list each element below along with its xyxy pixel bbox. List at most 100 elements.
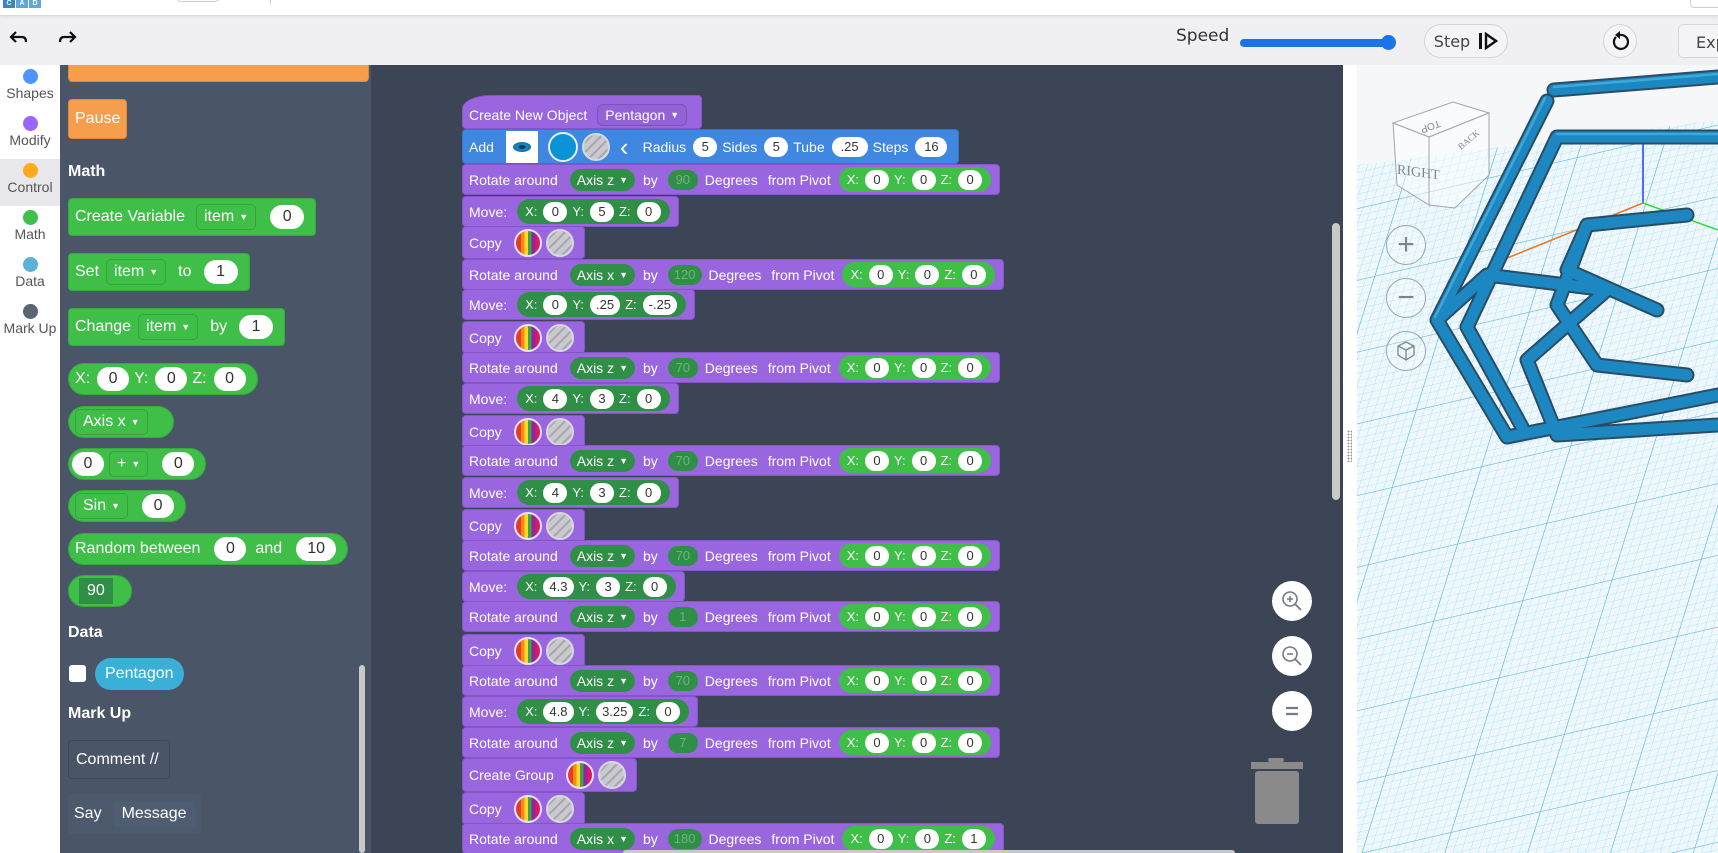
xyz-block[interactable]: X: 0 Y: 0 Z: 0 — [68, 363, 258, 395]
category-control[interactable]: Control — [0, 159, 60, 206]
pivot-z-input[interactable]: 0 — [958, 357, 983, 378]
pivot-y-input[interactable]: 0 — [911, 450, 936, 471]
add-shape-block[interactable]: Add ‹ Radius 5 Sides 5 Tube .25 Steps 16 — [462, 129, 960, 164]
trig-input[interactable]: 0 — [142, 494, 175, 518]
workspace-vertical-scrollbar[interactable] — [1332, 223, 1340, 500]
rotate-block[interactable]: Rotate around Axis z▼ by 70 Degrees from… — [462, 352, 1001, 383]
panel-resize-divider[interactable] — [1343, 65, 1357, 853]
rotate-block[interactable]: Rotate around Axis z▼ by 1 Degrees from … — [462, 601, 1001, 632]
create-variable-block[interactable]: Create Variable item▼ 0 — [68, 198, 317, 236]
app-logo[interactable]: C A D — [3, 0, 41, 8]
header-right-button[interactable] — [1690, 0, 1718, 8]
axis-dropdown[interactable]: Axis z▼ — [569, 731, 635, 754]
operand-a-input[interactable]: 0 — [72, 452, 104, 476]
arithmetic-block[interactable]: 0 +▼ 0 — [68, 448, 207, 480]
header-pill-button[interactable] — [176, 0, 220, 2]
move-x-input[interactable]: 4 — [543, 482, 568, 503]
move-block[interactable]: Move: X:4 Y:3 Z:0 — [462, 383, 679, 414]
block-workspace[interactable]: Create New Object Pentagon▼ Add ‹ Radius… — [371, 65, 1343, 853]
move-y-input[interactable]: 3 — [590, 482, 614, 503]
move-block[interactable]: Move: X:0 Y:5 Z:0 — [462, 196, 679, 227]
tube-input[interactable]: .25 — [831, 136, 868, 157]
move-z-input[interactable]: 0 — [636, 482, 661, 503]
say-block[interactable]: Say Message — [68, 794, 201, 834]
copy-block[interactable]: Copy — [462, 792, 585, 825]
copy-block[interactable]: Copy — [462, 634, 585, 667]
degrees-input[interactable]: 70 — [667, 450, 698, 471]
collapse-chevron-left-icon[interactable]: ‹ — [619, 131, 629, 162]
speed-slider-track[interactable] — [1240, 39, 1390, 47]
copy-block[interactable]: Copy — [462, 415, 585, 448]
multicolor-swatch[interactable] — [513, 794, 542, 823]
color-swatch[interactable] — [547, 131, 578, 162]
pivot-x-input[interactable]: 0 — [865, 545, 890, 566]
move-z-input[interactable]: 0 — [636, 388, 661, 409]
move-y-input[interactable]: 3 — [596, 576, 621, 597]
pivot-z-input[interactable]: 1 — [961, 828, 986, 849]
comment-block[interactable]: Comment // — [68, 740, 170, 779]
undo-icon[interactable] — [8, 30, 30, 50]
material-swatch[interactable] — [545, 228, 574, 257]
move-x-input[interactable]: 0 — [543, 294, 568, 315]
axis-dropdown[interactable]: Axis z▼ — [569, 544, 635, 567]
pivot-y-input[interactable]: 0 — [911, 357, 936, 378]
value-input[interactable]: 1 — [203, 260, 238, 284]
axis-dropdown[interactable]: Axis z▼ — [569, 168, 635, 191]
axis-dropdown[interactable]: Axis x▼ — [569, 827, 635, 850]
copy-block[interactable]: Copy — [462, 321, 585, 354]
redo-icon[interactable] — [56, 30, 78, 50]
variable-dropdown[interactable]: item▼ — [106, 259, 167, 285]
reset-zoom-button[interactable] — [1272, 691, 1312, 731]
sides-input[interactable]: 5 — [764, 136, 789, 157]
pivot-y-input[interactable]: 0 — [911, 732, 936, 753]
steps-input[interactable]: 16 — [915, 136, 948, 157]
move-z-input[interactable]: -.25 — [642, 294, 678, 315]
rotate-block[interactable]: Rotate around Axis z▼ by 70 Degrees from… — [462, 540, 1001, 571]
trig-dropdown[interactable]: Sin▼ — [75, 493, 129, 519]
pivot-y-input[interactable]: 0 — [911, 670, 936, 691]
move-block[interactable]: Move: X:0 Y:.25 Z:-.25 — [462, 289, 696, 320]
number-block[interactable]: 90 — [68, 575, 132, 607]
viewer-zoom-out-button[interactable]: − — [1386, 278, 1426, 318]
move-x-input[interactable]: 4.8 — [543, 701, 574, 722]
move-x-input[interactable]: 4 — [543, 388, 568, 409]
move-x-input[interactable]: 4.3 — [543, 576, 574, 597]
category-shapes[interactable]: Shapes — [0, 65, 60, 112]
flyout-scrollbar[interactable] — [359, 665, 365, 853]
move-y-input[interactable]: 3 — [590, 388, 614, 409]
category-markup[interactable]: Mark Up — [0, 300, 60, 347]
degrees-input[interactable]: 7 — [667, 732, 698, 753]
y-input[interactable]: 0 — [155, 367, 188, 391]
data-variable-checkbox[interactable] — [69, 665, 86, 682]
message-input[interactable]: Message — [113, 801, 195, 827]
degrees-input[interactable]: 1 — [667, 606, 698, 627]
pivot-x-input[interactable]: 0 — [865, 606, 890, 627]
3d-scene[interactable]: TOP RIGHT BACK — [1357, 65, 1718, 853]
pivot-z-input[interactable]: 0 — [961, 264, 986, 285]
pivot-x-input[interactable]: 0 — [868, 264, 893, 285]
pivot-x-input[interactable]: 0 — [865, 169, 890, 190]
axis-dropdown[interactable]: Axis x▼ — [75, 409, 148, 435]
pivot-z-input[interactable]: 0 — [958, 732, 983, 753]
change-variable-block[interactable]: Change item▼ by 1 — [68, 308, 286, 346]
radius-input[interactable]: 5 — [693, 136, 718, 157]
move-x-input[interactable]: 0 — [543, 201, 568, 222]
pivot-x-input[interactable]: 0 — [868, 828, 893, 849]
3d-viewport[interactable]: TOP RIGHT BACK + − — [1357, 65, 1718, 853]
material-swatch[interactable] — [597, 761, 626, 789]
torus-shape-thumbnail[interactable] — [505, 130, 538, 163]
pivot-y-input[interactable]: 0 — [915, 264, 940, 285]
pause-block[interactable]: Pause — [68, 99, 128, 139]
degrees-input[interactable]: 120 — [667, 264, 702, 285]
reset-button[interactable] — [1603, 24, 1637, 58]
material-swatch[interactable] — [545, 511, 574, 540]
axis-dropdown[interactable]: Axis z▼ — [569, 356, 635, 379]
value-input[interactable]: 0 — [270, 205, 305, 229]
trig-block[interactable]: Sin▼ 0 — [68, 490, 187, 522]
category-math[interactable]: Math — [0, 206, 60, 253]
multicolor-swatch[interactable] — [513, 417, 542, 446]
max-input[interactable]: 10 — [296, 537, 337, 561]
multicolor-swatch[interactable] — [513, 323, 542, 352]
rotate-block[interactable]: Rotate around Axis z▼ by 7 Degrees from … — [462, 727, 1001, 758]
rotate-block[interactable]: Rotate around Axis x▼ by 180 Degrees fro… — [462, 823, 1004, 853]
